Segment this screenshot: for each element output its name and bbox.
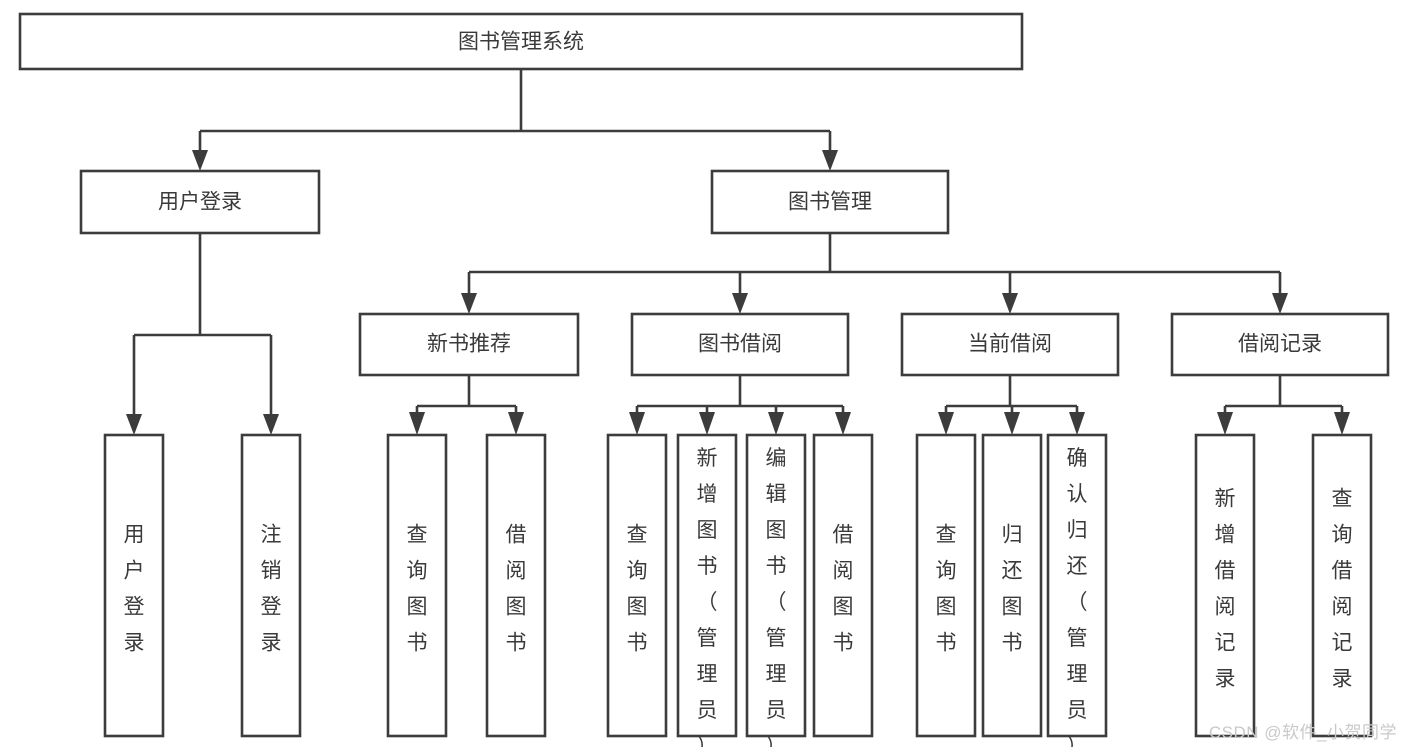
node-recommend-borrow-book-box[interactable] (485, 433, 547, 738)
connector-group-borrow-record (1217, 375, 1350, 435)
node-record-add-box[interactable] (1194, 433, 1256, 738)
node-current-borrow-label: 当前借阅 (968, 333, 1052, 356)
node-book-management-label: 图书管理 (788, 191, 872, 214)
node-current-borrow-box[interactable] (900, 312, 1120, 377)
vertical-label-layer: 用户登录 注销登录 查询图书 借阅图书 查询图书 新增图书（管理员） 编辑图书（管理员） 借阅… (124, 447, 1353, 747)
arrow-head-user-login-leaf (126, 414, 142, 435)
connector-group-user-login (126, 233, 279, 435)
node-record-query-label: 查询借阅记录 (1332, 488, 1353, 691)
node-root-label: 图书管理系统 (458, 31, 584, 54)
node-root-box[interactable] (18, 12, 1024, 71)
node-borrow-query-book[interactable] (606, 433, 668, 738)
node-recommend-borrow-book[interactable] (485, 433, 547, 738)
connector-group-current-borrow (938, 375, 1085, 435)
arrow-head-borrow-add-book (699, 412, 715, 435)
node-borrow-add-book-box[interactable] (676, 433, 738, 738)
node-borrow-borrow-book-box[interactable] (812, 433, 874, 738)
node-borrow-add-book[interactable] (676, 433, 738, 738)
node-borrow-record-box[interactable] (1170, 312, 1390, 377)
node-current-query-book-box[interactable] (915, 433, 977, 738)
node-recommend-query-book-label: 查询图书 (407, 524, 428, 655)
node-current-return-book[interactable] (981, 433, 1043, 738)
node-borrow-edit-book-label: 编辑图书（管理员） (766, 447, 787, 747)
arrow-head-new-book-recommend (461, 293, 477, 314)
node-user-login-box[interactable] (79, 169, 321, 235)
arrow-head-current-borrow (1002, 293, 1018, 314)
arrow-head-record-add (1217, 412, 1233, 435)
node-borrow-query-book-box[interactable] (606, 433, 668, 738)
connector-group-book-management (461, 233, 1288, 314)
arrow-head-borrow-query-book (629, 412, 645, 435)
node-root[interactable]: 图书管理系统 (18, 12, 1024, 71)
node-user-logout-leaf-label: 注销登录 (261, 524, 282, 655)
node-record-add[interactable] (1194, 433, 1256, 738)
arrow-head-borrow-borrow-book (835, 412, 851, 435)
node-book-borrow-label: 图书借阅 (698, 333, 782, 356)
node-book-management[interactable]: 图书管理 (710, 169, 950, 235)
node-current-query-book-label: 查询图书 (936, 524, 957, 655)
node-current-query-book[interactable] (915, 433, 977, 738)
node-recommend-borrow-book-label: 借阅图书 (506, 524, 527, 655)
arrow-head-borrow-edit-book (768, 412, 784, 435)
node-user-login-leaf-label: 用户登录 (124, 524, 145, 655)
node-user-login[interactable]: 用户登录 (79, 169, 321, 235)
node-current-borrow[interactable]: 当前借阅 (900, 312, 1120, 377)
node-book-borrow[interactable]: 图书借阅 (630, 312, 850, 377)
node-user-login-label: 用户登录 (158, 191, 242, 214)
node-current-confirm-return[interactable] (1046, 433, 1108, 738)
node-borrow-borrow-book-label: 借阅图书 (833, 524, 854, 655)
node-recommend-query-book[interactable] (386, 433, 448, 738)
node-current-return-book-label: 归还图书 (1002, 524, 1023, 655)
arrow-head-book-borrow (732, 293, 748, 314)
arrow-head-book-management (822, 150, 838, 171)
node-recommend-query-book-box[interactable] (386, 433, 448, 738)
node-record-query[interactable] (1311, 433, 1373, 738)
node-user-logout-leaf[interactable] (240, 433, 302, 738)
arrow-head-user-logout-leaf (263, 414, 279, 435)
node-borrow-record-label: 借阅记录 (1238, 333, 1322, 356)
arrow-head-current-confirm-return (1069, 412, 1085, 435)
node-current-confirm-return-label: 确认归还（管理员） (1067, 447, 1088, 747)
node-user-login-leaf-box[interactable] (103, 433, 165, 738)
node-book-management-box[interactable] (710, 169, 950, 235)
node-record-query-box[interactable] (1311, 433, 1373, 738)
node-record-add-label: 新增借阅记录 (1215, 488, 1236, 691)
node-new-book-recommend[interactable]: 新书推荐 (358, 312, 580, 377)
node-borrow-add-book-label: 新增图书（管理员） (697, 447, 718, 747)
node-borrow-query-book-label: 查询图书 (627, 524, 648, 655)
arrow-head-recommend-query-book (409, 412, 425, 435)
node-current-return-book-box[interactable] (981, 433, 1043, 738)
arrow-head-record-query (1334, 412, 1350, 435)
watermark-text: CSDN @软件_小贺同学 (1208, 723, 1397, 742)
node-borrow-borrow-book[interactable] (812, 433, 874, 738)
node-current-confirm-return-box[interactable] (1046, 433, 1108, 738)
arrow-head-current-return-book (1004, 412, 1020, 435)
node-new-book-recommend-box[interactable] (358, 312, 580, 377)
connector-group-new-book-recommend (409, 375, 524, 435)
connector-group-book-borrow (629, 375, 851, 435)
arrow-head-user-login (192, 150, 208, 171)
node-borrow-record[interactable]: 借阅记录 (1170, 312, 1390, 377)
node-user-logout-leaf-box[interactable] (240, 433, 302, 738)
connector-group-root (192, 69, 838, 171)
arrow-head-borrow-record (1272, 293, 1288, 314)
node-book-borrow-box[interactable] (630, 312, 850, 377)
node-borrow-edit-book[interactable] (745, 433, 807, 738)
arrow-head-recommend-borrow-book (508, 412, 524, 435)
arrow-head-current-query-book (938, 412, 954, 435)
node-user-login-leaf[interactable] (103, 433, 165, 738)
node-new-book-recommend-label: 新书推荐 (427, 333, 511, 356)
node-borrow-edit-book-box[interactable] (745, 433, 807, 738)
